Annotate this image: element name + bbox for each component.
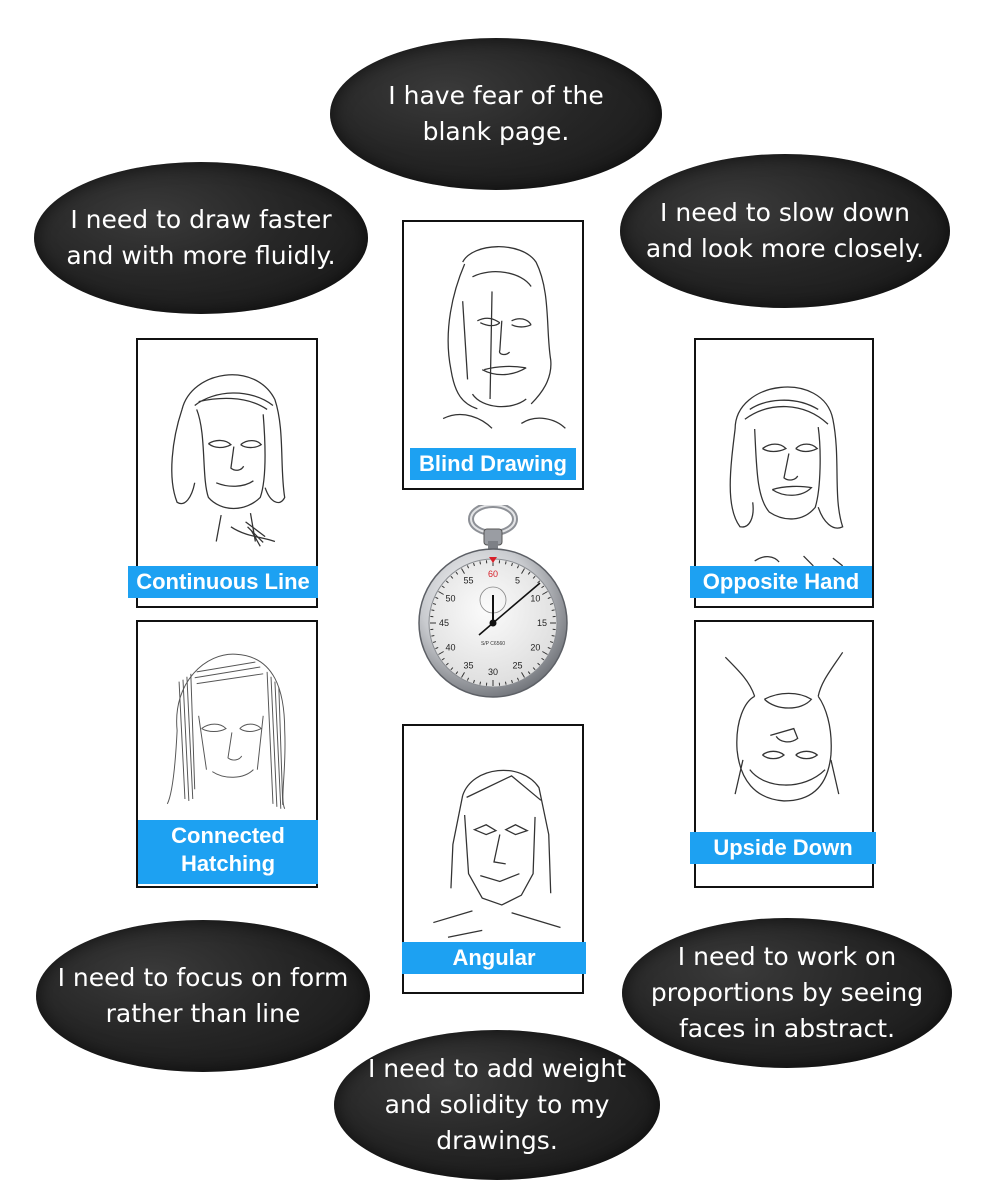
speech-bubble-bottom: I need to add weight and solidity to my … <box>334 1030 660 1180</box>
bubble-text: I need to draw faster and with more flui… <box>66 205 336 270</box>
dial-tick <box>435 646 439 650</box>
bubble-text: I need to add weight and solidity to my … <box>367 1054 627 1155</box>
face-sketch-hatching-icon <box>166 653 286 809</box>
dial-tick <box>432 603 437 605</box>
technique-label-opposite: Opposite Hand <box>690 566 872 598</box>
dial-tick <box>504 561 507 565</box>
dial-number: 15 <box>537 618 547 628</box>
dial-tick <box>521 672 525 678</box>
dial-tick <box>473 562 475 567</box>
dial-tick <box>551 609 555 612</box>
face-sketch-angular-icon <box>433 769 561 938</box>
dial-number: 40 <box>446 643 456 653</box>
dial-number: 30 <box>488 667 498 677</box>
dial-tick <box>541 585 545 589</box>
dial-tick <box>441 585 445 589</box>
technique-label-upside: Upside Down <box>690 832 876 864</box>
dial-tick <box>461 672 465 678</box>
dial-number: 50 <box>446 594 456 604</box>
dial-tick <box>466 677 470 681</box>
dial-tick <box>511 679 513 684</box>
dial-tick <box>549 641 554 643</box>
dial-tick <box>547 596 551 600</box>
dial-tick <box>438 591 444 595</box>
dial-tick <box>532 667 536 671</box>
technique-label-hatching: Connected Hatching <box>138 820 318 884</box>
dial-tick <box>432 641 437 643</box>
speech-bubble-upper-right: I need to slow down and look more closel… <box>620 154 950 308</box>
dial-tick <box>541 657 545 661</box>
dial-number: 10 <box>530 594 540 604</box>
dial-tick <box>479 561 482 565</box>
dial-tick <box>537 662 541 666</box>
face-sketch-opposite-icon <box>729 386 844 567</box>
drawing-card-continuous: Continuous Line <box>128 338 318 608</box>
dial-tick <box>441 657 445 661</box>
drawing-card-hatching: Connected Hatching <box>136 620 318 888</box>
speech-bubble-lower-right: I need to work on proportions by seeing … <box>622 918 952 1068</box>
dial-tick <box>504 681 507 685</box>
bubble-text: I need to focus on form rather than line <box>57 963 349 1028</box>
dial-tick <box>527 671 531 675</box>
speech-bubble-top: I have fear of the blank page. <box>330 38 662 190</box>
dial-tick <box>461 568 465 574</box>
dial-tick <box>551 634 555 637</box>
dial-tick <box>466 565 470 569</box>
dial-tick <box>516 565 520 569</box>
technique-label-angular: Angular <box>402 942 586 974</box>
dial-tick <box>532 575 536 579</box>
dial-tick <box>450 667 454 671</box>
dial-tick <box>537 580 541 584</box>
dial-tick <box>445 580 449 584</box>
dial-tick <box>516 677 520 681</box>
dial-tick <box>542 651 548 655</box>
dial-tick <box>479 681 482 685</box>
dial-tick <box>542 591 548 595</box>
dial-tick <box>455 671 459 675</box>
dial-number: 60 <box>488 569 498 579</box>
dial-tick <box>455 571 459 575</box>
drawing-card-blind: Blind Drawing <box>402 220 584 490</box>
dial-number: 5 <box>515 576 520 586</box>
stopwatch-icon: 5 10 15 20 25 30 35 40 45 50 55 60 S/P C6560 <box>418 505 568 698</box>
dial-tick <box>431 609 435 612</box>
dial-tick <box>521 568 525 574</box>
bubble-text: I have fear of the blank page. <box>388 81 604 146</box>
dial-tick <box>473 679 475 684</box>
dial-tick <box>549 603 554 605</box>
face-sketch-upside-icon <box>724 651 844 802</box>
speech-bubble-upper-left: I need to draw faster and with more flui… <box>34 162 368 314</box>
face-sketch-continuous-icon <box>171 374 286 547</box>
technique-label-blind: Blind Drawing <box>410 448 576 480</box>
dial-tick <box>445 662 449 666</box>
dial-tick <box>431 634 435 637</box>
bubble-text: I need to work on proportions by seeing … <box>650 942 924 1043</box>
bubble-text: I need to slow down and look more closel… <box>645 198 925 263</box>
dial-tick <box>527 571 531 575</box>
dial-number: 35 <box>463 660 473 670</box>
drawing-card-opposite: Opposite Hand <box>690 338 874 608</box>
speech-bubble-lower-left: I need to focus on form rather than line <box>36 920 370 1072</box>
dial-tick <box>435 596 439 600</box>
dial-number: 25 <box>512 660 522 670</box>
drawing-card-angular: Angular <box>402 724 586 994</box>
face-sketch-blind-icon <box>442 246 566 429</box>
drawing-card-upside: Upside Down <box>690 620 876 888</box>
dial-tick <box>450 575 454 579</box>
stopwatch-model: S/P C6560 <box>481 641 505 647</box>
dial-number: 45 <box>439 618 449 628</box>
dial-number: 20 <box>530 643 540 653</box>
dial-tick <box>511 562 513 567</box>
technique-label-continuous: Continuous Line <box>128 566 318 598</box>
dial-tick <box>547 646 551 650</box>
dial-number: 55 <box>463 576 473 586</box>
dial-tick <box>438 651 444 655</box>
